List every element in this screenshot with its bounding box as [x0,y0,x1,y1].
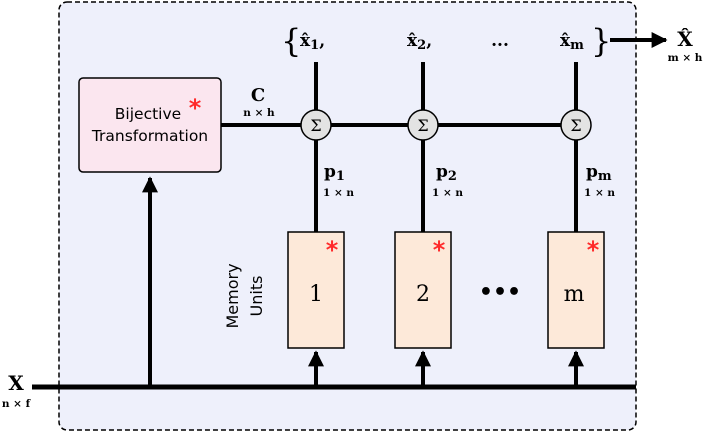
model-panel [58,1,637,431]
p-sub: 2 [448,169,457,184]
p-sub: 1 [336,169,345,184]
p-base: p [324,162,336,182]
output-label-dims: m × h [668,52,703,64]
output-tail: , [426,31,432,51]
p-dims: 1 × n [584,187,615,199]
output-label: X̂ m × h [668,27,703,64]
svg-text:x̂2,: x̂2, [407,31,432,53]
memory-caption-line2: Units [247,276,266,317]
set-brace-left: { [281,22,301,60]
memory-unit-star: * [433,236,446,264]
memory-unit-star: * [587,236,600,264]
input-label-text: X [8,371,24,395]
output-sub: 1 [310,38,319,53]
input-label: X n × f [2,371,32,410]
p-sub: m [598,169,612,184]
input-label-dims: n × f [2,398,32,410]
memory-unit-1: 1 * [287,231,345,349]
memory-ellipsis: ••• [479,280,521,305]
sum-node-m: Σ [560,109,592,141]
output-base: x̂ [300,31,311,51]
c-label-text: C [251,85,265,106]
memory-unit-label: 1 [309,282,323,307]
memory-unit-label: m [564,282,585,307]
p-label-2: p2 1 × n [432,162,463,199]
svg-text:p2: p2 [436,162,457,184]
memory-caption-line1: Memory [223,263,242,328]
p-base: p [586,162,598,182]
output-base: x̂ [560,31,571,51]
bijective-star: * [189,94,202,122]
svg-text:x̂1,: x̂1, [300,31,325,53]
output-tail: , [319,31,325,51]
bijective-label-line1: Bijective [115,105,181,123]
output-xm: x̂m [560,31,584,53]
output-x1: x̂1, [300,31,325,53]
svg-text:x̂m: x̂m [560,31,584,53]
sum-node-2: Σ [407,109,439,141]
sum-node-1: Σ [300,109,332,141]
set-brace-right: } [591,22,611,60]
c-label-dims: n × h [243,107,275,119]
bijective-label-line2: Transformation [91,127,208,145]
sum-symbol: Σ [417,116,428,135]
bijective-transformation-block: Bijective Transformation * [78,77,222,173]
output-label-text: X̂ [677,27,693,51]
memory-unit-label: 2 [416,282,430,307]
p-label-m: pm 1 × n [584,162,615,199]
c-label: C n × h [243,85,275,119]
output-sub: m [570,38,584,53]
memory-unit-m: m * [547,231,605,349]
output-ellipsis: ... [491,31,509,51]
svg-text:p1: p1 [324,162,345,184]
p-label-1: p1 1 × n [323,162,354,199]
output-x2: x̂2, [407,31,432,53]
memory-units-caption: Memory Units [223,263,266,328]
sum-symbol: Σ [570,116,581,135]
sum-symbol: Σ [310,116,321,135]
memory-unit-2: 2 * [394,231,452,349]
memory-unit-star: * [326,236,339,264]
p-dims: 1 × n [323,187,354,199]
output-base: x̂ [407,31,418,51]
output-sub: 2 [417,38,426,53]
p-dims: 1 × n [432,187,463,199]
p-base: p [436,162,448,182]
svg-text:pm: pm [586,162,612,184]
